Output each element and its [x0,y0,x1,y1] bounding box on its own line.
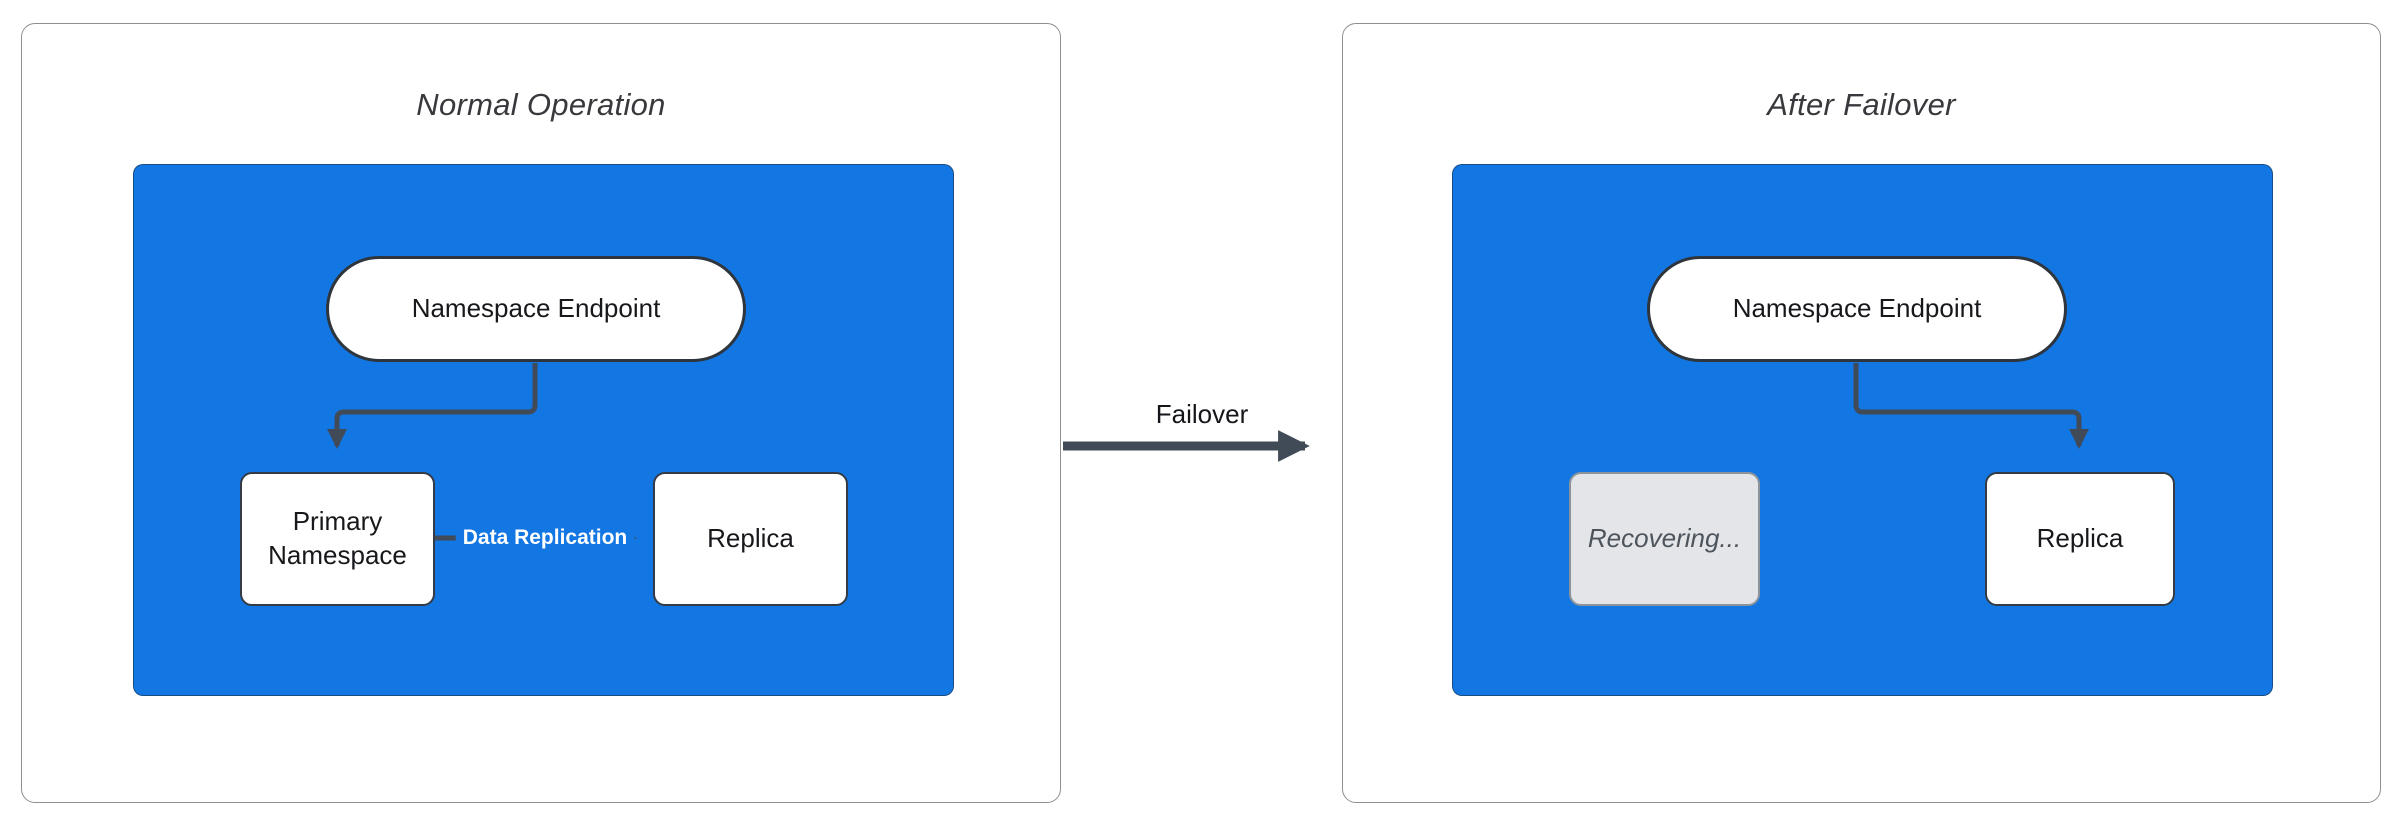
namespace-group-normal [133,164,954,696]
panel-title-normal-operation: Normal Operation [416,87,666,122]
node-namespace-endpoint-normal: Namespace Endpoint [326,256,746,362]
panel-normal-operation: Normal Operation Namespace Endpoint Prim… [21,23,1061,803]
node-recovering: Recovering... [1569,472,1760,606]
node-primary-namespace: Primary Namespace [240,472,435,606]
panel-after-failover: After Failover Namespace Endpoint Recove… [1342,23,2381,803]
node-replica-failover: Replica [1985,472,2175,606]
panel-title-after-failover: After Failover [1767,87,1956,122]
node-replica-normal: Replica [653,472,848,606]
node-namespace-endpoint-failover: Namespace Endpoint [1647,256,2067,362]
namespace-group-failover [1452,164,2273,696]
edge-label-failover: Failover [1149,399,1255,430]
edge-label-data-replication: Data Replication [455,523,635,553]
